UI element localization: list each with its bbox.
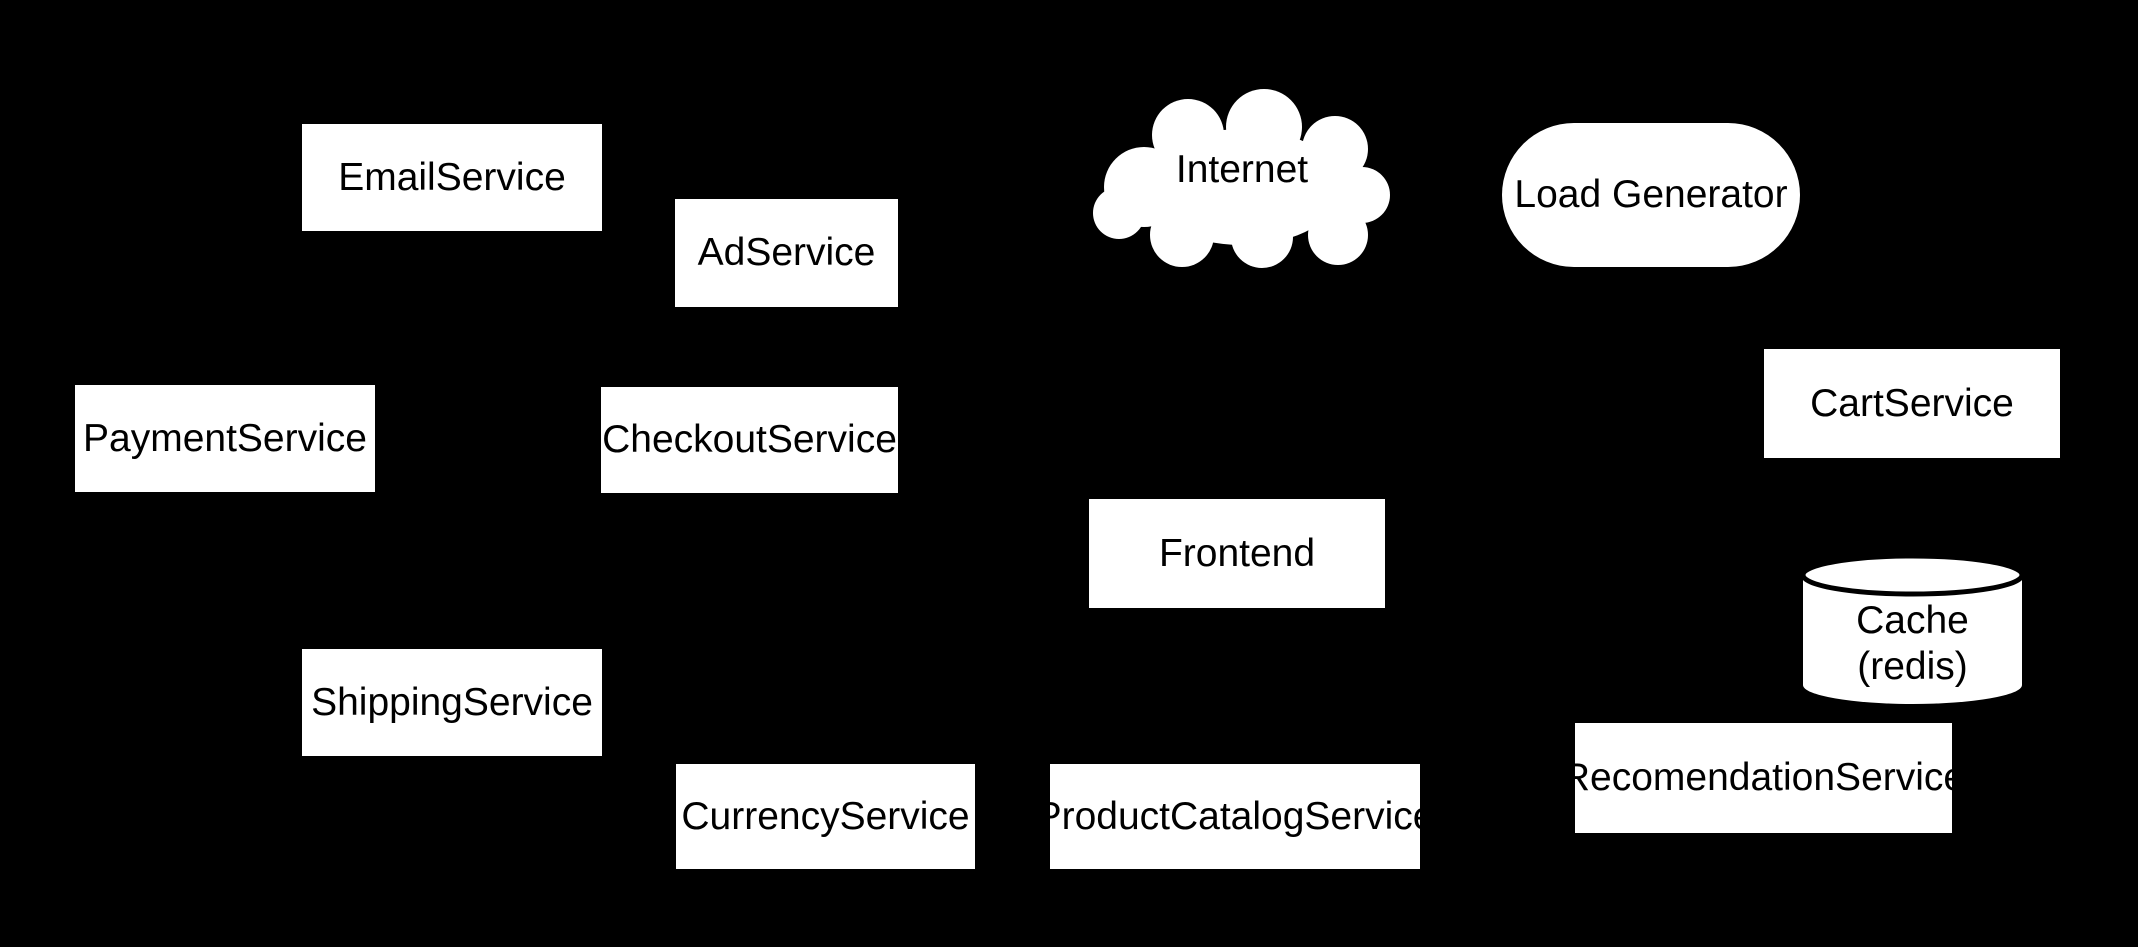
node-recomendation-service-label: RecomendationService	[1561, 756, 1966, 799]
node-ad-service: AdService	[675, 199, 898, 307]
node-email-service: EmailService	[302, 124, 602, 231]
node-load-generator: Load Generator	[1502, 123, 1800, 267]
node-checkout-service-label: CheckoutService	[602, 418, 897, 461]
node-payment-service-label: PaymentService	[83, 416, 367, 460]
node-product-catalog-service: ProductCatalogService	[1036, 764, 1434, 869]
cloud-icon	[1093, 89, 1390, 268]
database-cylinder-icon	[1800, 553, 2025, 704]
node-cache-redis: Cache (redis)	[1800, 553, 2025, 707]
node-email-service-label: EmailService	[338, 155, 566, 199]
node-load-generator-label: Load Generator	[1514, 173, 1788, 216]
node-currency-service-label: CurrencyService	[681, 794, 970, 838]
node-currency-service: CurrencyService	[676, 764, 975, 869]
node-frontend: Frontend	[1089, 499, 1385, 608]
node-frontend-label: Frontend	[1158, 531, 1316, 575]
node-ad-service-label: AdService	[697, 231, 876, 274]
node-cart-service: CartService	[1764, 349, 2060, 458]
node-checkout-service: CheckoutService	[601, 387, 898, 493]
node-shipping-service-label: ShippingService	[311, 680, 593, 724]
node-internet-label: Internet	[1175, 147, 1309, 191]
node-product-catalog-service-label: ProductCatalogService	[1035, 794, 1435, 838]
node-cart-service-label: CartService	[1810, 381, 2014, 425]
node-payment-service: PaymentService	[75, 385, 375, 492]
node-recomendation-service: RecomendationService	[1562, 723, 1965, 833]
node-shipping-service: ShippingService	[302, 649, 602, 756]
node-internet: Internet	[1092, 85, 1392, 270]
node-cache-redis-label: Cache (redis)	[1856, 599, 1969, 688]
